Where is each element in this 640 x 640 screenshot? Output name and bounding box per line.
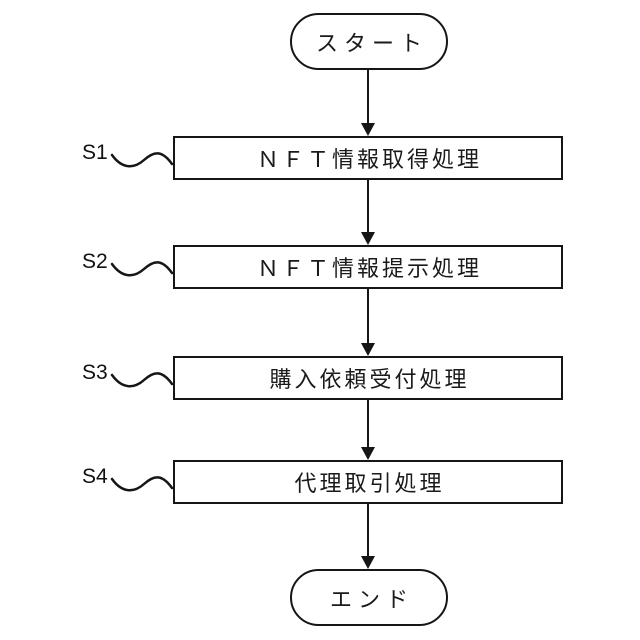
end-terminal: エンド [290, 569, 448, 626]
arrow-shaft [367, 504, 369, 558]
step-id-s4: S4 [82, 465, 108, 488]
flow-arrow-s4-to-end [361, 504, 375, 569]
process-box-s4-label: 代理取引処理 [294, 471, 445, 496]
arrow-head-icon [361, 232, 375, 245]
step-id-s1: S1 [82, 141, 108, 164]
process-box-s3: 購入依頼受付処理 [173, 356, 563, 400]
process-box-s2: ＮＦＴ情報提示処理 [173, 245, 563, 289]
callout-squiggle-s3 [110, 372, 174, 388]
arrow-head-icon [361, 123, 375, 136]
start-terminal-label: スタート [315, 30, 428, 56]
arrow-shaft [367, 400, 369, 449]
flow-arrow-s3-to-s4 [361, 400, 375, 460]
callout-squiggle-s2 [110, 261, 174, 277]
process-box-s4: 代理取引処理 [173, 460, 563, 504]
arrow-shaft [367, 289, 369, 345]
process-box-s2-label: ＮＦＴ情報提示処理 [256, 256, 482, 281]
arrow-head-icon [361, 447, 375, 460]
flow-arrow-s2-to-s3 [361, 289, 375, 356]
end-terminal-label: エンド [329, 586, 414, 612]
flow-arrow-start-to-s1 [361, 70, 375, 136]
arrow-shaft [367, 70, 369, 125]
arrow-shaft [367, 180, 369, 234]
start-terminal: スタート [290, 13, 448, 70]
process-box-s1: ＮＦＴ情報取得処理 [173, 136, 563, 180]
flow-arrow-s1-to-s2 [361, 180, 375, 245]
callout-squiggle-s1 [110, 152, 174, 168]
process-box-s1-label: ＮＦＴ情報取得処理 [256, 147, 482, 172]
arrow-head-icon [361, 343, 375, 356]
callout-squiggle-s4 [110, 476, 174, 492]
process-box-s3-label: 購入依頼受付処理 [269, 367, 470, 392]
arrow-head-icon [361, 556, 375, 569]
step-id-s2: S2 [82, 250, 108, 273]
step-id-s3: S3 [82, 361, 108, 384]
